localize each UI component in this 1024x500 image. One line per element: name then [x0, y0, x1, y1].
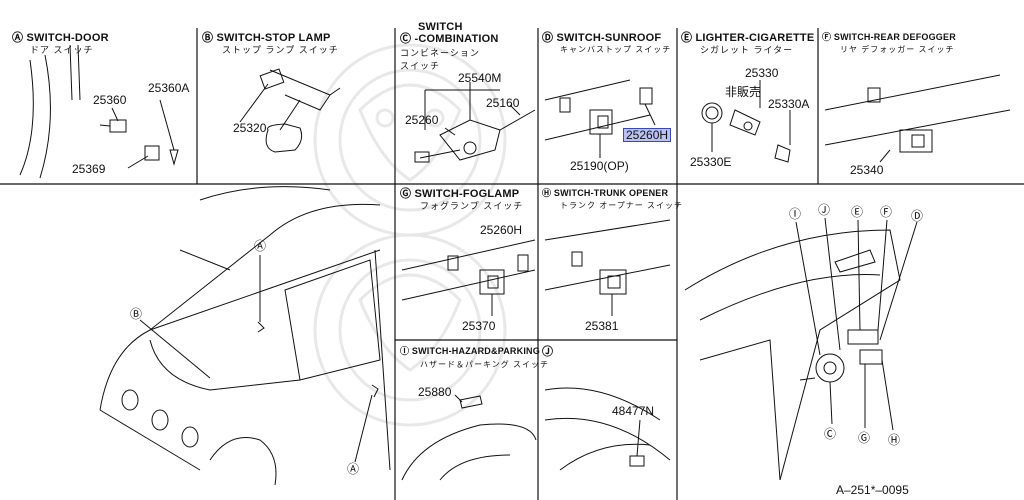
door-switch-drawing: [19, 44, 179, 179]
part-number-25320[interactable]: 25320: [233, 121, 267, 135]
panel-e-jp: シガレット ライター: [700, 45, 794, 55]
panel-i-jp: ハザード＆パーキング スイッチ: [420, 360, 549, 369]
part-number-48477n[interactable]: 48477N: [612, 404, 655, 418]
panel-d-title: Ⓓ SWITCH-SUNROOF: [542, 32, 662, 44]
part-number-25160[interactable]: 25160: [486, 96, 520, 110]
rear-defogger-drawing: [824, 74, 1011, 163]
panel-c-jp1: コンビネーション: [400, 48, 480, 58]
panel-c-jp2: スイッチ: [400, 61, 441, 71]
panel-f-jp: リヤ デフォッガー スイッチ: [840, 45, 955, 54]
panel-j-title: Ⓙ: [542, 346, 554, 358]
watermark-emblem: [313, 43, 507, 427]
not-for-sale-note: 非販売: [725, 85, 762, 99]
car-callout-a-bottom[interactable]: Ⓐ: [347, 462, 360, 476]
part-number-25360[interactable]: 25360: [93, 93, 127, 107]
dash-callout-c[interactable]: Ⓒ: [824, 427, 837, 441]
part-number-25260h-highlighted[interactable]: 25260H: [622, 128, 672, 142]
panel-b-jp: ストップ ランプ スイッチ: [222, 45, 339, 55]
part-number-25260[interactable]: 25260: [405, 113, 439, 127]
panel-c-title-line1: SWITCH: [418, 21, 463, 33]
part-number-25360a[interactable]: 25360A: [148, 81, 190, 95]
panel-c-title-line2: Ⓒ -COMBINATION: [400, 33, 499, 45]
panel-h-title: Ⓗ SWITCH-TRUNK OPENER: [542, 188, 669, 198]
part-number-25330a[interactable]: 25330A: [768, 97, 810, 111]
dash-callout-h[interactable]: Ⓗ: [888, 433, 901, 447]
panel-a-jp: ドア スイッチ: [30, 45, 94, 55]
part-number-25880[interactable]: 25880: [418, 385, 452, 399]
dash-callout-i[interactable]: Ⓘ: [789, 207, 802, 221]
panel-i-title: Ⓘ SWITCH-HAZARD&PARKING: [400, 346, 540, 356]
panel-g-jp: フォグランプ スイッチ: [420, 201, 524, 211]
panel-grid: [0, 28, 1024, 500]
part-number-25369[interactable]: 25369: [72, 162, 106, 176]
part-number-25340[interactable]: 25340: [850, 163, 884, 177]
car-callout-b[interactable]: Ⓑ: [130, 307, 143, 321]
part-number-25330e[interactable]: 25330E: [690, 155, 732, 169]
dashboard-drawing: [684, 217, 918, 481]
diagram-reference-code: A–251*–0095: [836, 483, 909, 497]
dash-callout-d[interactable]: Ⓓ: [911, 209, 924, 223]
foglamp-switch-drawing: [401, 239, 536, 316]
car-callout-a-top[interactable]: Ⓐ: [254, 239, 267, 253]
panel-b-title: Ⓑ SWITCH-STOP LAMP: [202, 32, 331, 44]
panel-e-title: Ⓔ LIGHTER-CIGARETTE: [681, 32, 815, 44]
panel-a-title: Ⓐ SWITCH-DOOR: [12, 32, 109, 44]
stop-lamp-switch-drawing: [239, 68, 341, 153]
panel-g-title: Ⓖ SWITCH-FOGLAMP: [400, 188, 520, 200]
car-overview-drawing: [99, 186, 391, 486]
dash-callout-j[interactable]: Ⓙ: [818, 203, 831, 217]
part-number-25540m[interactable]: 25540M: [458, 71, 502, 85]
trunk-opener-drawing: [544, 219, 671, 316]
panel-d-jp: キャンバストップ スイッチ: [560, 45, 672, 54]
part-number-25190op[interactable]: 25190(OP): [570, 159, 629, 173]
cigarette-lighter-drawing: [701, 80, 791, 163]
part-number-25370[interactable]: 25370: [462, 319, 496, 333]
dash-callout-g[interactable]: Ⓖ: [858, 431, 871, 445]
dash-callout-e[interactable]: Ⓔ: [851, 205, 864, 219]
part-number-25330[interactable]: 25330: [745, 66, 779, 80]
panel-f-title: Ⓕ SWITCH-REAR DEFOGGER: [822, 32, 956, 42]
hazard-switch-drawing: [401, 394, 537, 481]
sunroof-switch-drawing: [544, 79, 656, 158]
steering-drawing: [544, 387, 671, 471]
panel-h-jp: トランク オープナー スイッチ: [560, 201, 683, 210]
combination-switch-drawing: [414, 82, 536, 163]
dash-callout-f[interactable]: Ⓕ: [880, 205, 893, 219]
part-number-25260h-foglamp[interactable]: 25260H: [480, 223, 523, 237]
part-number-25381[interactable]: 25381: [585, 319, 619, 333]
